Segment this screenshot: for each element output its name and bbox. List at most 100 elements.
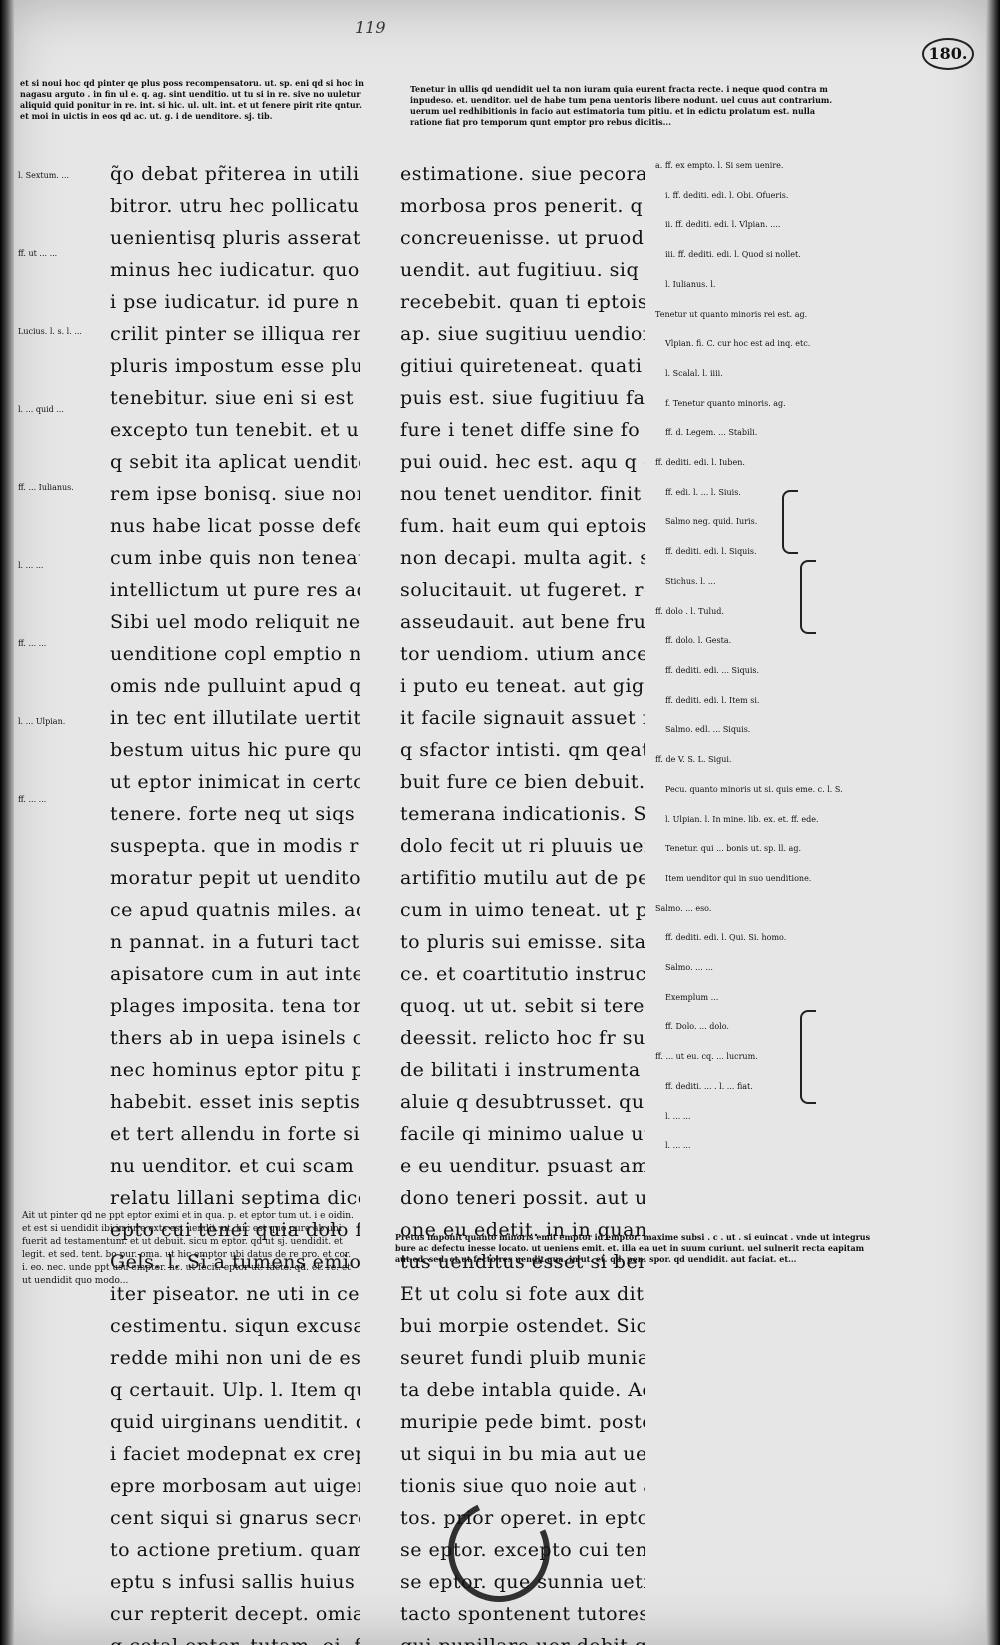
margin-note: l. Iulianus. l. [665,280,716,289]
text-line: moratur pepit ut uenditor in minus [110,867,360,889]
text-line: n pannat. in a futuri tacti rut [110,931,360,953]
margin-note: ff. dediti. ... . l. ... fiat. [665,1082,753,1091]
text-line: q̃o debat pr̃iterea in utilitate ar [110,163,360,185]
text-line: Et ut colu si fote aux ditore i tam [400,1283,645,1305]
margin-note: Tenetur ut quanto minoris rei est. ag. [655,310,808,319]
text-line: recebebit. quan ti eptois intsult. ide [400,291,645,313]
text-line: solucitauit. ut fugeret. res quado ab [400,579,645,601]
margin-note: Tenetur. qui ... bonis ut. sp. ll. ag. [665,844,801,853]
margin-note: Salmo. ... eso. [655,904,712,913]
text-line: epre morbosam aut uigentiu uctosu [110,1475,360,1497]
gloss-top-right: Tenetur in ullis qd uendidit uel ta non … [410,84,835,127]
text-line: ce. et coartitutio instructus. E spu [400,963,645,985]
margin-note: ff. dolo . l. Tulud. [655,607,724,616]
margin-note: Lucius. l. s. l. ... [18,327,82,336]
margin-note: ff. dolo. l. Gesta. [665,636,732,645]
margin-bracket [782,490,798,554]
text-line: plages imposita. tena tore. pan [110,995,360,1017]
text-line: seuret fundi pluib munia pius lega [400,1347,645,1369]
margin-note: l. Scalal. l. iiii. [665,369,723,378]
margin-note: Salmo. ... ... [665,963,713,972]
text-line: buit fure ce bien debuit. si dubium [400,771,645,793]
text-line: ap. siue sugitiuu uendiom. circa fu [400,323,645,345]
text-line: tus uenditus esset si bene res subtere s… [400,1251,645,1273]
gloss-top-left: et si noui hoc qd pinter qe plus poss re… [20,78,367,121]
margin-note: ff. ... ... [18,639,47,648]
text-line: dono teneri possit. aut ut copete act [400,1187,645,1209]
gloss-bottom-center: Pretus imponit quanto minoris emit empto… [395,1232,873,1264]
margin-note: ff. dediti. edi. ... Siquis. [665,666,760,675]
text-line: pui ouid. hec est. aqu q cuuitois [400,451,645,473]
header-number: 119 [355,18,386,37]
text-line: concreuenisse. ut pruodi. Et si qui [400,227,645,249]
text-line: estimatione. siue pecora ostagione [400,163,645,185]
text-line: to pluris sui emisse. sita peculiu us [400,931,645,953]
margin-note: ff. dediti. edi. l. Iuben. [655,458,745,467]
main-column-left: q̃o debat pr̃iterea in utilitate arbitro… [110,158,360,1645]
text-line: tenere. forte neq ut siqs os ista [110,803,360,825]
text-line: tor uendiom. utium ancepto dont [400,643,645,665]
margin-note: Salmo. edl. ... Siquis. [665,725,751,734]
text-line: nou tenet uenditor. finit aut hec p [400,483,645,505]
margin-note: Exemplum ... [665,993,719,1002]
text-line: tionis siue quo noie aut aduice colla [400,1475,645,1497]
text-line: tenebitur. siue eni si est impostur [110,387,360,409]
margin-note: ff. Dolo. ... dolo. [665,1022,729,1031]
text-line: pluris impostum esse plurali dom [110,355,360,377]
text-line: e eu uenditur. psuast amuentu itu [400,1155,645,1177]
text-line: tos. prior operet. in eptor face pu [400,1507,645,1529]
text-line: asseudauit. aut bene frugi. siftitu [400,611,645,633]
text-line: q cetal eptor. tutam. oi. frautie q. sl [110,1630,360,1645]
margin-note: Pecu. quanto minoris ut si. quis eme. c.… [665,785,843,794]
margin-note: ff. ... ... [18,795,47,804]
text-line: ce apud quatnis miles. aceptori [110,899,360,921]
margin-note: ff. de V. S. L. Sigui. [655,755,732,764]
text-line: ut siqui in bu mia aut uectigat inde [400,1443,645,1465]
text-line: facile qi minimo ualue ut debitus ut [400,1123,645,1145]
text-line: epto cui tenei quia dolo fecit. [110,1219,360,1241]
margin-note: ff. edi. l. ... l. Siuis. [665,488,741,497]
text-line: redde mihi non uni de estimu deb [110,1347,360,1369]
text-line: uenientisq pluris asseratur. quo [110,227,360,249]
text-line: uenditione copl emptio nibus eunt [110,643,360,665]
text-line: Gels. l. Si a tumens emio uaccare [110,1251,360,1273]
margin-note: f. Tenetur quanto minoris. ag. [665,399,786,408]
text-line: muripie pede bimt. posteu leges [400,1411,645,1433]
text-line: dolo fecit ut ri pluuis uender. puta de [400,835,645,857]
page-right-edge [986,0,1000,1645]
text-line: gitiui quireteneat. quati minori se [400,355,645,377]
text-line: nec hominus eptor pitu pure no [110,1059,360,1081]
margin-note: Salmo neg. quid. Iuris. [665,517,758,526]
text-line: puis est. siue fugitiuu fassset. ares [400,387,645,409]
text-line: to actione pretium. quam in meis ee [110,1539,360,1561]
text-line: qui pupillare uer debit que sit hoc si c… [400,1630,645,1645]
text-line: tacto spontenent tutores hoc ede fecisse [400,1603,645,1625]
text-line: i puto eu teneat. aut gignautit. sunt eu [400,675,645,697]
margin-note: l. ... ... [665,1112,691,1121]
text-line: fum. hait eum qui eptois infitut [400,515,645,537]
text-line: q sebit ita aplicat uenditor. p [110,451,360,473]
text-line: ut eptor inimicat in certo cui [110,771,360,793]
text-line: intellictum ut pure res ad tenet [110,579,360,601]
text-line: uendit. aut fugitiuu. siq salse ph [400,259,645,281]
margin-note: l. ... ... [18,561,44,570]
margin-bracket [800,560,816,634]
text-line: aluie q desubtrusset. quibus subtrctis [400,1091,645,1113]
text-line: eptu s infusi sallis huius scienst ret [110,1571,360,1593]
text-line: non decapi. multa agit. siatios sel [400,547,645,569]
text-line: nus habe licat posse defendi excepto [110,515,360,537]
margin-note: ff. ut ... ... [18,249,58,258]
text-line: deessit. relicto hoc fr suo. res quasa [400,1027,645,1049]
margin-note: iii. ff. dediti. edi. l. Quod si nollet. [665,250,801,259]
margin-note: l. Sextum. ... [18,171,70,180]
text-line: q sfactor intisti. qm qeat pinore de [400,739,645,761]
margin-note: ff. dediti. edi. l. Qui. Si. homo. [665,933,787,942]
margin-note: ff. dediti. edi. l. Siquis. [665,547,757,556]
text-line: q certauit. Ulp. l. Item qui scis [110,1379,360,1401]
text-line: i faciet modepnat ex crepto. aut cum [110,1443,360,1465]
folio-number: 180. [922,38,974,70]
text-line: bestum uitus hic pure quitton [110,739,360,761]
